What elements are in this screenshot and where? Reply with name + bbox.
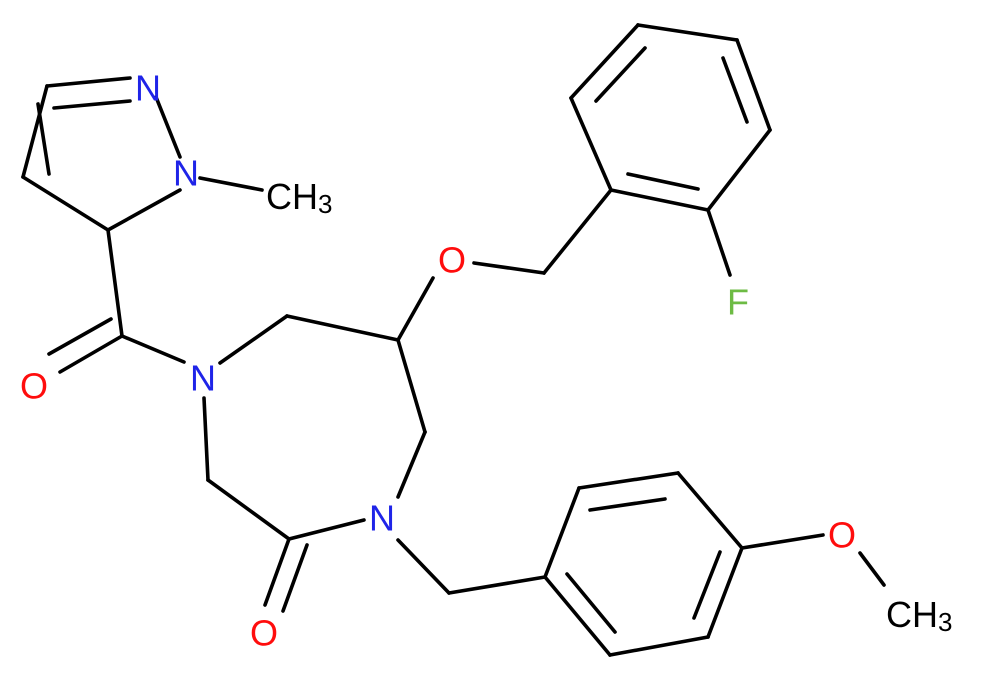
methyl-2-subscript: 3	[938, 607, 952, 637]
methyl-1-subscript: 3	[318, 189, 332, 219]
bond	[21, 84, 49, 179]
bond	[154, 95, 182, 159]
methoxy-oxygen-label: O	[828, 515, 856, 556]
pyrazole-n2-label: N	[135, 68, 161, 109]
methyl-1-label: CH3	[266, 176, 332, 220]
diazepane-n4-label: N	[190, 358, 216, 399]
bond	[396, 430, 427, 499]
bond	[106, 188, 182, 232]
bond	[52, 99, 132, 110]
bond	[577, 471, 680, 490]
bond	[263, 537, 291, 607]
carbonyl-oxygen-label: O	[20, 366, 48, 407]
bond	[565, 572, 617, 634]
bond	[706, 208, 732, 277]
bond	[206, 478, 291, 541]
bond	[202, 396, 210, 482]
bond	[721, 56, 749, 124]
bond	[706, 546, 744, 639]
bond	[609, 188, 710, 212]
bond	[58, 334, 124, 374]
bond	[626, 172, 700, 191]
pyrazole-n1-label: N	[173, 153, 199, 194]
methyl-1-main: CH	[266, 176, 318, 217]
diazepane-ring	[202, 314, 427, 541]
bond	[735, 38, 772, 132]
bond	[543, 486, 581, 579]
bond	[198, 176, 264, 192]
methyl-2-label: CH3	[886, 594, 952, 638]
pyrazole-ring	[21, 76, 182, 232]
methoxyphenyl-ring	[543, 471, 744, 657]
bond	[396, 276, 435, 342]
bond	[218, 314, 289, 365]
methyl-2-main: CH	[886, 594, 938, 635]
bond	[396, 538, 451, 595]
fluorophenyl-ring	[569, 23, 772, 212]
bond	[472, 261, 546, 275]
lactam-oxygen-label: O	[250, 613, 278, 654]
bond	[45, 76, 132, 88]
bond	[569, 23, 640, 100]
fluorine-label: F	[727, 282, 749, 323]
ether-oxygen-label: O	[438, 240, 466, 281]
bond	[447, 575, 547, 595]
bond	[636, 23, 739, 42]
bond	[281, 543, 309, 613]
bond	[542, 188, 613, 275]
bond	[120, 334, 186, 364]
diazepane-n1-label: N	[369, 498, 395, 539]
bond	[588, 497, 667, 512]
bond	[594, 46, 647, 103]
bond	[740, 533, 825, 550]
bond	[692, 550, 722, 620]
bond	[676, 471, 744, 550]
bond	[569, 96, 613, 192]
bond	[285, 314, 400, 342]
bond	[106, 228, 124, 338]
bond	[706, 128, 772, 212]
bond	[608, 635, 710, 657]
bond	[47, 317, 113, 356]
bond	[287, 518, 366, 541]
bond	[858, 551, 886, 587]
bond	[543, 575, 612, 657]
bond	[396, 338, 427, 434]
bond	[21, 175, 110, 232]
